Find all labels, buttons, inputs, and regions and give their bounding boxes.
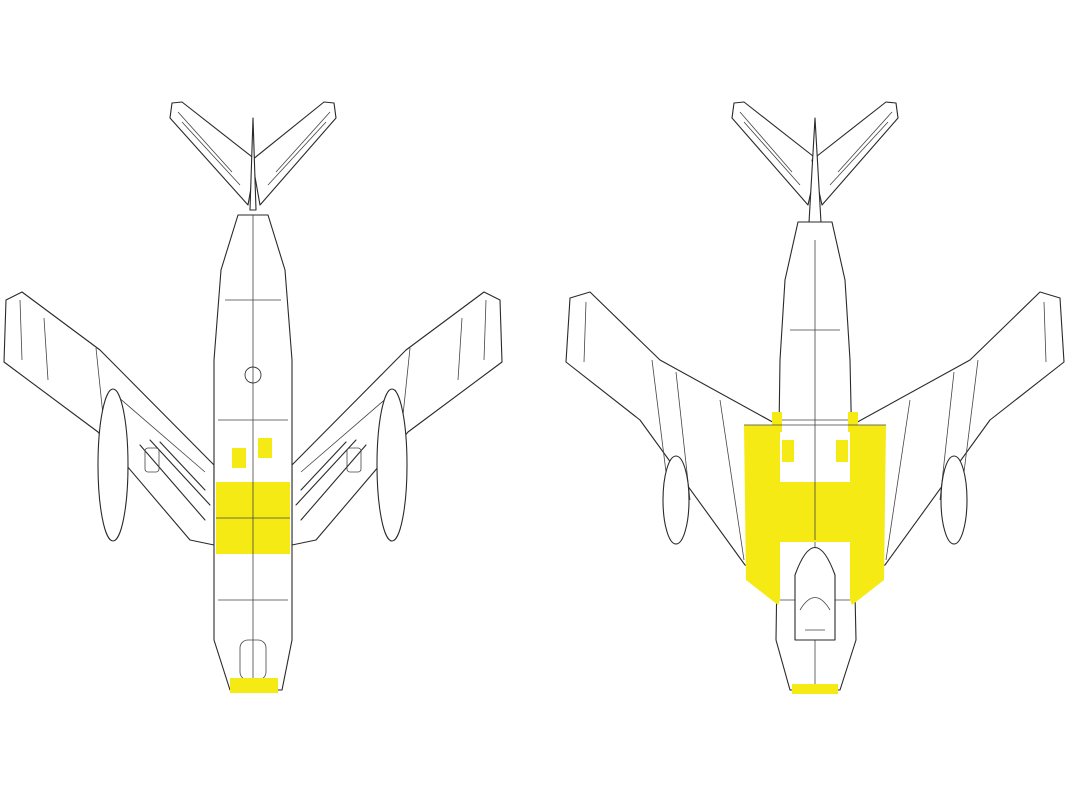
mask-small-left	[232, 448, 246, 468]
tail-right-stabilizer	[251, 101, 337, 206]
drop-tank-right	[376, 388, 408, 542]
mask-nose-ring	[230, 678, 278, 693]
mask-nose-ring	[792, 684, 838, 694]
panel-circle	[244, 366, 262, 384]
mask-small-right	[836, 440, 848, 462]
tail-fin	[249, 117, 257, 211]
mask-strip-right	[848, 412, 858, 432]
drop-tank-left	[662, 455, 690, 545]
mask-strip-left	[772, 412, 782, 432]
aircraft-topside-view	[565, 101, 1065, 694]
mask-wing-root-right	[850, 425, 886, 605]
canopy	[794, 546, 836, 641]
mask-wing-root-left	[744, 425, 780, 605]
drop-tank-left	[97, 388, 129, 542]
mask-small-right	[258, 438, 272, 458]
mask-small-left	[782, 440, 794, 462]
drop-tank-right	[940, 455, 968, 545]
aircraft-underside-view	[3, 101, 503, 693]
